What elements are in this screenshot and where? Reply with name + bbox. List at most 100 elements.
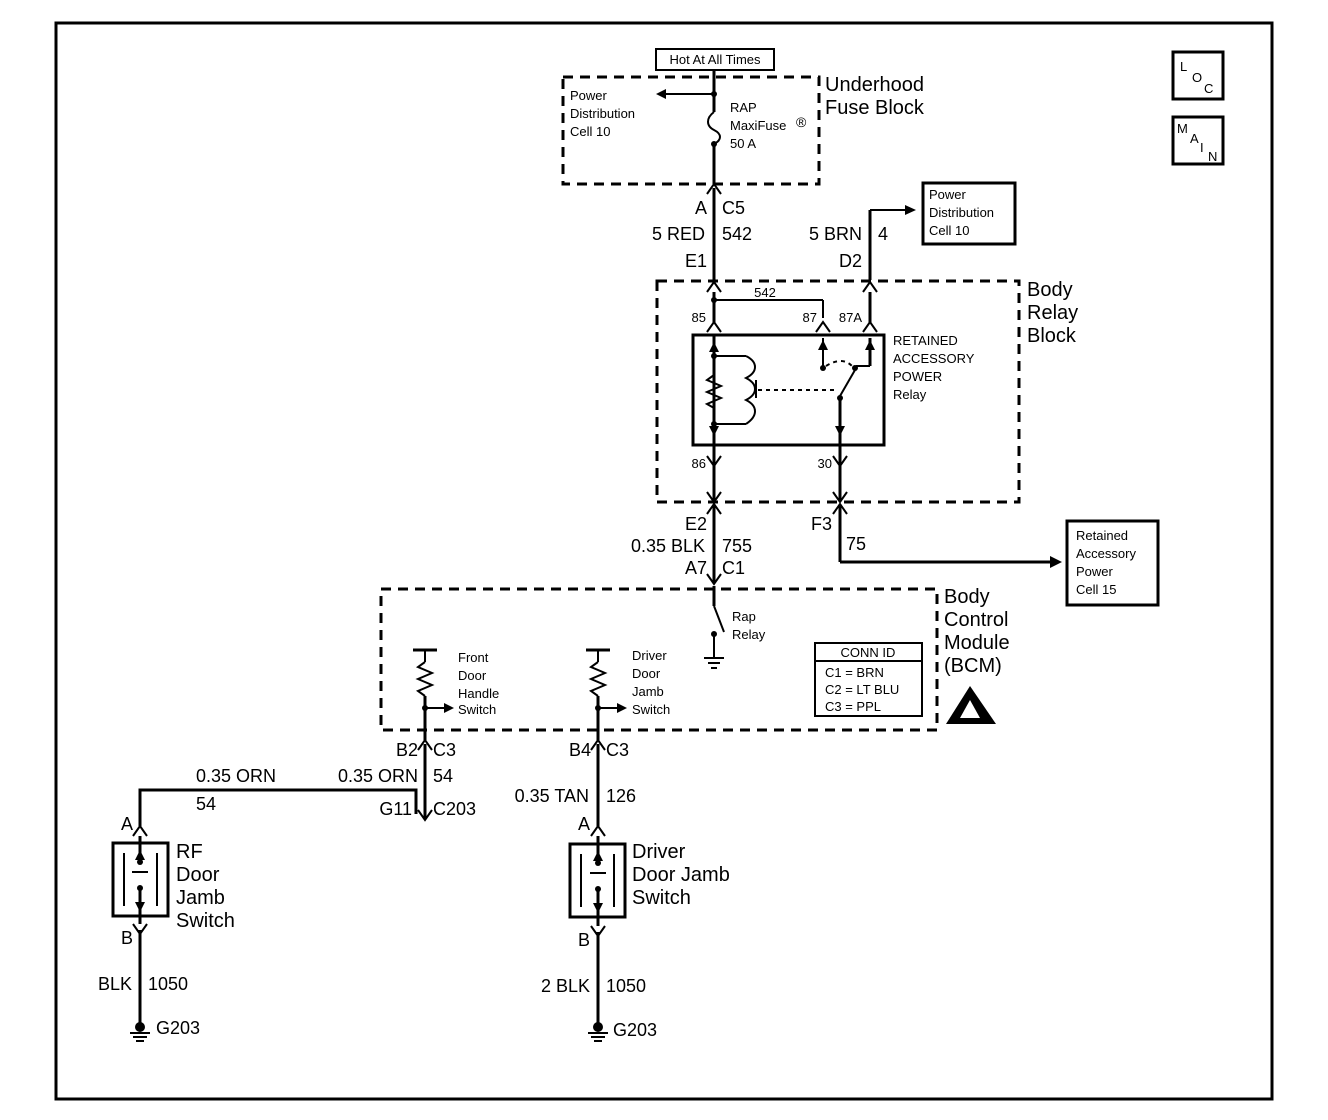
rf-label-1: RF — [176, 841, 203, 863]
wire-755-circuit: 755 — [722, 536, 752, 556]
driver-label-2: Door Jamb — [632, 864, 730, 886]
ground-right-label: G203 — [613, 1020, 657, 1040]
ground-left-label: G203 — [156, 1018, 200, 1038]
bcm-title-4: (BCM) — [944, 655, 1002, 677]
ground-right-gauge: 2 BLK — [541, 976, 590, 996]
loc-icon[interactable]: L O C — [1171, 50, 1225, 101]
driver-label-3: Switch — [632, 887, 691, 909]
driver-pullup-resistor-icon — [588, 661, 608, 697]
b2-id: C3 — [433, 740, 456, 760]
conn-id-row-1: C1 = BRN — [825, 665, 884, 680]
pin-f3: F3 — [811, 514, 832, 534]
svg-text:Accessory: Accessory — [1076, 546, 1136, 561]
main-icon-a: A — [1190, 131, 1199, 146]
svg-text:Power: Power — [929, 187, 967, 202]
hot-at-all-times-label: Hot At All Times — [655, 48, 775, 71]
wire-542-gauge: 5 RED — [652, 224, 705, 244]
underhood-fuse-block — [561, 75, 821, 186]
terminal-30: 30 — [818, 456, 832, 471]
c203-pin: G11 — [379, 799, 412, 819]
terminal-87a: 87A — [839, 310, 862, 325]
wire-126-circuit: 126 — [606, 786, 636, 806]
svg-text:Retained: Retained — [1076, 528, 1128, 543]
underhood-title-1: Underhood — [825, 74, 924, 96]
rf-label-3: Jamb — [176, 887, 225, 909]
rf-door-jamb-switch — [111, 836, 170, 924]
svg-text:Cell 15: Cell 15 — [1076, 582, 1116, 597]
wire-54-left — [138, 788, 418, 826]
pin-e1: E1 — [685, 251, 707, 271]
internal-circuit-542: 542 — [754, 285, 776, 300]
rap-cell-arrow-icon — [1050, 556, 1062, 568]
driver-door-jamb-switch — [568, 836, 627, 926]
fuse-label-3: 50 A — [730, 136, 756, 151]
front-switch-label-1: Front — [458, 650, 489, 665]
c5-pin: A — [695, 198, 707, 218]
underhood-title-2: Fuse Block — [825, 97, 925, 119]
main-icon[interactable]: M A I N — [1171, 115, 1225, 166]
rf-pin-a: A — [121, 814, 133, 834]
wire-54-left-circuit: 54 — [196, 794, 216, 814]
ground-left-gauge: BLK — [98, 974, 132, 994]
driver-label-1: Driver — [632, 841, 686, 863]
wire-54-left-gauge: 0.35 ORN — [196, 766, 276, 786]
wire-54-right-gauge: 0.35 ORN — [338, 766, 418, 786]
connector-b4-icon — [590, 738, 606, 751]
svg-text:Hot At All Times: Hot At All Times — [669, 52, 761, 67]
c203-id: C203 — [433, 799, 476, 819]
pdc-right-arrow-icon — [905, 205, 916, 215]
rap-relay-label-1: Rap — [732, 609, 756, 624]
maxifuse-icon — [707, 111, 721, 145]
fuse-label-1: RAP — [730, 100, 757, 115]
relay-label-4: Relay — [893, 387, 927, 402]
front-door-pullup-resistor-icon — [415, 661, 435, 697]
pdc-right-box[interactable]: Power Distribution Cell 10 — [921, 181, 1017, 246]
main-icon-n: N — [1208, 149, 1217, 164]
wire-4-gauge: 5 BRN — [809, 224, 862, 244]
rap-relay-switch-icon — [713, 605, 725, 633]
driver-switch-label-4: Switch — [632, 702, 670, 717]
ground-left-icon — [130, 1022, 150, 1042]
conn-id-title: CONN ID — [841, 645, 896, 660]
terminal-86: 86 — [692, 456, 706, 471]
svg-text:Distribution: Distribution — [929, 205, 994, 220]
wire-75-circuit: 75 — [846, 534, 866, 554]
c1-id: C1 — [722, 558, 745, 578]
body-relay-title-1: Body — [1027, 279, 1073, 301]
fuse-registered-mark: ® — [796, 114, 807, 130]
ground-left-circuit: 1050 — [148, 974, 188, 994]
rap-cell-box[interactable]: Retained Accessory Power Cell 15 — [1065, 519, 1160, 607]
relay-label-1: RETAINED — [893, 333, 958, 348]
wire-755-gauge: 0.35 BLK — [631, 536, 705, 556]
connector-c1-icon — [706, 573, 722, 586]
pin-e2: E2 — [685, 514, 707, 534]
driver-pin-a: A — [578, 814, 590, 834]
connector-c203-icon — [417, 809, 433, 822]
svg-text:Power: Power — [1076, 564, 1114, 579]
conn-id-row-3: C3 = PPL — [825, 699, 881, 714]
relay-label-3: POWER — [893, 369, 942, 384]
bcm-title-1: Body — [944, 586, 990, 608]
body-relay-title-2: Relay — [1027, 302, 1078, 324]
driver-pin-b: B — [578, 930, 590, 950]
main-icon-m: M — [1177, 121, 1188, 136]
relay-coil-icon — [743, 355, 756, 425]
ground-right-circuit: 1050 — [606, 976, 646, 996]
wire-126-gauge: 0.35 TAN — [515, 786, 589, 806]
front-switch-label-2: Door — [458, 668, 487, 683]
conn-id-row-2: C2 = LT BLU — [825, 682, 899, 697]
connector-c5-icon — [706, 182, 722, 195]
underhood-pdc-3: Cell 10 — [570, 124, 610, 139]
resistor-icon — [704, 374, 724, 409]
wire-54-right-circuit: 54 — [433, 766, 453, 786]
loc-icon-c: C — [1204, 81, 1213, 96]
b4-id: C3 — [606, 740, 629, 760]
relay-switch-icon — [839, 369, 856, 397]
main-icon-i: I — [1200, 140, 1204, 155]
connector-b2-icon — [417, 738, 433, 751]
underhood-pdc-1: Power — [570, 88, 608, 103]
fuse-label-2: MaxiFuse — [730, 118, 786, 133]
diagram-frame — [54, 21, 1274, 1101]
b2-pin: B2 — [396, 740, 418, 760]
